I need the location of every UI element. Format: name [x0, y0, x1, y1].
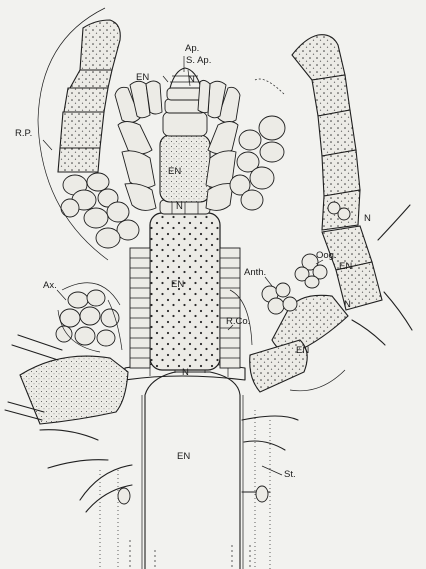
label-n-mid: N	[176, 202, 183, 212]
label-en-right2: EN	[296, 346, 309, 356]
label-st: St.	[284, 470, 296, 480]
right-branch	[230, 35, 360, 230]
label-rco: R.Co.	[226, 317, 250, 327]
label-s-ap: S. Ap.	[186, 56, 211, 66]
label-n-right1: N	[364, 214, 371, 224]
label-en-small: EN	[168, 167, 181, 177]
label-n-top: N	[188, 75, 195, 85]
label-anth: Anth.	[244, 268, 266, 278]
left-base-branch	[5, 335, 132, 569]
base-internode	[130, 372, 250, 569]
label-rp: R.P.	[15, 129, 32, 139]
label-ax: Ax.	[43, 281, 57, 291]
label-ap: Ap.	[185, 44, 199, 54]
label-en-right1: EN	[339, 262, 352, 272]
label-n-low: N	[182, 368, 189, 378]
right-lower-branch	[250, 202, 412, 392]
central-internode	[130, 213, 240, 370]
label-oog: Oog.	[316, 251, 337, 261]
label-en-large: EN	[171, 280, 184, 290]
label-en-base: EN	[177, 452, 190, 462]
label-n-right2: N	[344, 300, 351, 310]
label-en-top: EN	[136, 73, 149, 83]
